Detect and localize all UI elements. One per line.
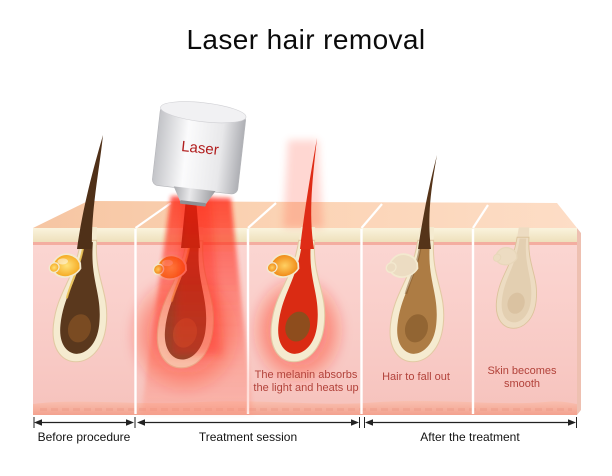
panel-caption-hair-fall-out: Hair to fall out (382, 371, 450, 383)
hair-shaft-heated (300, 138, 317, 249)
laser-device (152, 101, 247, 207)
stage-label-treatment-session: Treatment session (198, 430, 298, 444)
laser-beam (141, 196, 253, 414)
follicle-empty-smooth (492, 227, 538, 329)
heated-hair-halo (283, 140, 323, 228)
arrow-before-procedure (34, 419, 134, 426)
panel-caption-melanin-heating: The melanin absorbs the light and heats … (253, 369, 359, 394)
hair-shaft-falling-out (418, 155, 437, 249)
skin-block-right-edge (577, 228, 581, 415)
panel-caption-smooth-skin: Skin becomes smooth (487, 365, 557, 390)
arrow-treatment-session (137, 419, 359, 426)
stage-arrows (33, 417, 577, 428)
laser-aperture (179, 200, 206, 207)
hair-shaft-before (77, 135, 103, 249)
follicle-hair-fall-out (385, 227, 445, 363)
stage-label-after-treatment: After the treatment (420, 430, 520, 444)
follicle-melanin-heating (266, 227, 326, 363)
top-surface-dividers (134, 202, 489, 229)
arrow-after-treatment (365, 419, 576, 426)
page-title: Laser hair removal (186, 24, 426, 55)
stage-label-before-procedure: Before procedure (37, 430, 131, 444)
